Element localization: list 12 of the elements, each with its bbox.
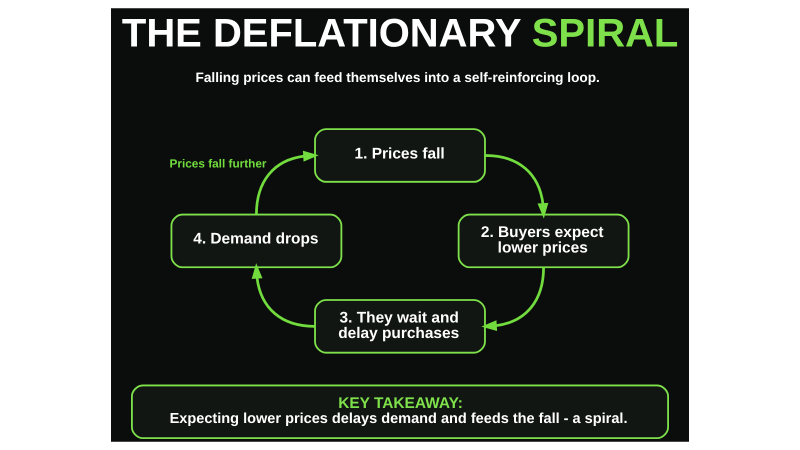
arrow	[252, 263, 315, 328]
arrow	[255, 150, 319, 215]
arrow	[485, 154, 548, 219]
node-box: 2. Buyers expect lower prices	[458, 214, 630, 268]
node-box: 1. Prices fall	[314, 128, 486, 183]
node-box: 4. Demand drops	[170, 214, 342, 268]
diagram-title: THE DEFLATIONARY SPIRAL	[122, 12, 678, 56]
node-box: 3. They wait and delay purchases	[314, 299, 486, 354]
arrow	[481, 267, 545, 332]
node-box: KEY TAKEAWAY: Expecting lower prices delays demand and feeds the fall - a spiral.	[131, 384, 669, 440]
label: Falling prices can feed themselves into a self-reinforcing loop.	[196, 70, 600, 85]
edge-label: Prices fall further	[170, 156, 267, 170]
